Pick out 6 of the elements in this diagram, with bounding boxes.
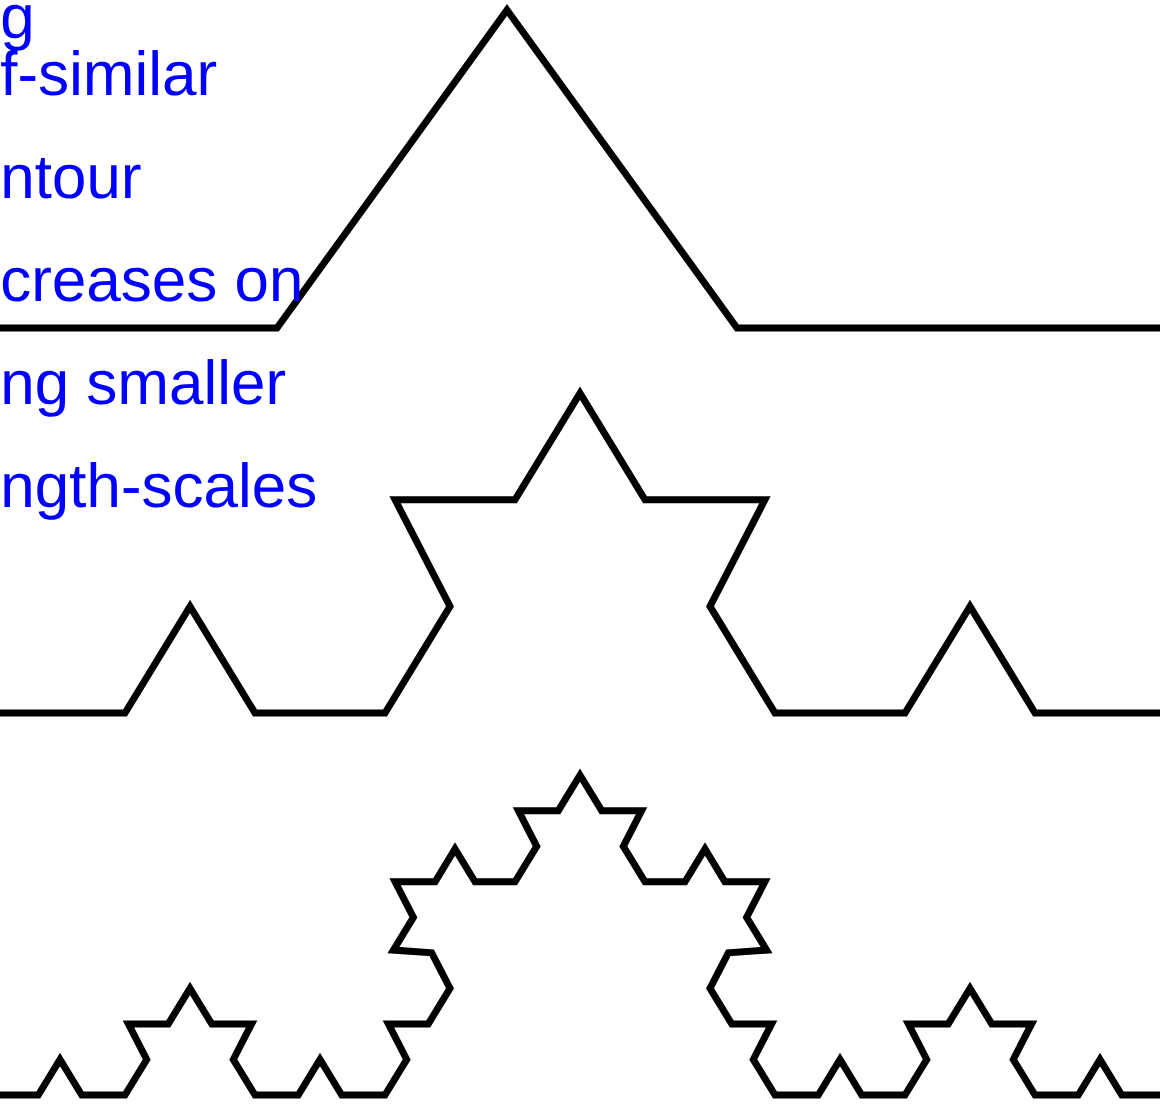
text-line: g	[2, 4, 31, 51]
text-line: ngth-scales	[4, 462, 315, 520]
text-line: f-similar	[1, 50, 217, 96]
text-line: creases on	[2, 267, 300, 302]
text-line: ng smaller	[4, 359, 286, 417]
text-line: ntour	[4, 157, 141, 199]
